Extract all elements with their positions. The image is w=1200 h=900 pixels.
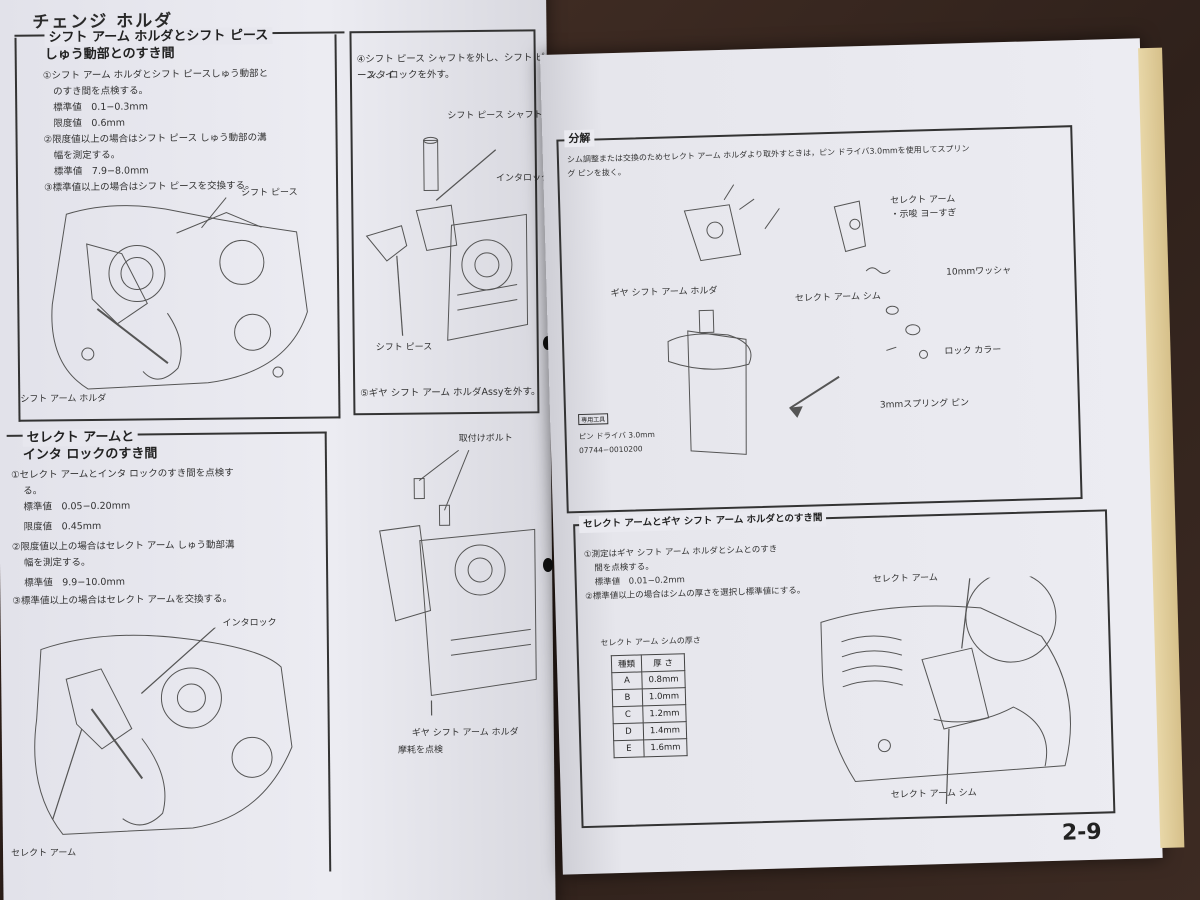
page-edge [1138, 47, 1185, 848]
standard-value: 標準値 0.05−0.20mm [23, 500, 131, 513]
part-label: 10mmワッシャ [946, 265, 1012, 278]
section-heading: しゅう動部とのすき間 [44, 46, 175, 63]
gear-shift-arm-holder-illustration [379, 449, 537, 717]
table-row: E 1.6mm [613, 738, 688, 758]
section-heading: シフト アーム ホルダとシフト ピース [44, 27, 273, 47]
section-heading: 分解 [564, 129, 595, 148]
instruction-text: ②限度値以上の場合はシフト ピース しゅう動部の溝 [43, 132, 267, 146]
instruction-text: グ ピンを抜く。 [567, 167, 626, 179]
page-number: 2-9 [1061, 819, 1103, 846]
tool-tag: 専用工具 [578, 413, 609, 426]
part-label: ロック カラー [944, 345, 1002, 357]
table-row: B 1.0mm [612, 687, 686, 707]
table-header-cell: 種類 [611, 654, 642, 673]
section-heading: インタ ロックのすき間 [22, 446, 158, 463]
limit-value: 限度値 0.45mm [23, 520, 102, 533]
instruction-text: のすき間を点検する。 [53, 85, 149, 98]
table-cell: 1.4mm [643, 721, 687, 740]
instruction-text: る。 [23, 485, 43, 497]
table-cell: D [613, 722, 644, 741]
table-header-row: 種類 厚 さ [611, 653, 685, 673]
instruction-text: ②限度値以上の場合はセレクト アーム しゅう動部溝 [11, 539, 235, 553]
part-label: シフト アーム ホルダ [20, 393, 107, 405]
disassembly-illustration [667, 184, 929, 455]
table-cell: A [611, 671, 643, 690]
instruction-text: ンタ ロックを外す。 [366, 69, 455, 82]
standard-value: 標準値 0.1−0.3mm [53, 101, 148, 114]
select-arm-illustration [34, 626, 293, 835]
table-cell: 0.8mm [641, 670, 686, 689]
instruction-text: ①セレクト アームとインタ ロックのすき間を点検す [11, 467, 234, 481]
part-label: ギヤ シフト アーム ホルダ [411, 727, 519, 739]
binder-hole [543, 558, 553, 572]
part-label: セレクト アーム [890, 194, 956, 207]
table-row: C 1.2mm [612, 704, 687, 724]
shift-arm-holder-illustration [51, 197, 308, 390]
table-row: D 1.4mm [613, 721, 687, 741]
standard-value: 標準値 9.9−10.0mm [24, 576, 126, 589]
part-label: 取付けボルト [458, 433, 513, 445]
section-heading: セレクト アームと [22, 428, 139, 447]
instruction-text: ③標準値以上の場合はセレクト アームを交換する。 [12, 593, 233, 607]
left-page: チェンジ ホルダ シフト アーム ホルダとシフト ピース しゅう動部とのすき間 … [0, 0, 556, 900]
table-cell: E [613, 739, 645, 758]
tool-name: ピン ドライバ 3.0mm [578, 429, 655, 442]
table-cell: C [612, 705, 644, 724]
part-label: 3mmスプリング ピン [879, 398, 970, 411]
table-cell: 1.2mm [642, 704, 687, 723]
instruction-text: 幅を測定する。 [53, 149, 121, 162]
limit-value: 限度値 0.6mm [53, 117, 126, 130]
shim-thickness-table: 種類 厚 さ A 0.8mm B 1.0mm C 1.2mm D 1.4mm E… [611, 653, 688, 758]
table-row: A 0.8mm [611, 670, 686, 690]
part-label: 摩耗を点検 [397, 745, 444, 756]
standard-value: 標準値 7.9−8.0mm [53, 165, 149, 178]
tool-number: 07744−0010200 [578, 444, 643, 456]
table-header-cell: 厚 さ [641, 653, 685, 672]
part-label: セレクト アーム [10, 848, 77, 859]
right-page: 分解 シム調整または交換のためセレクト アーム ホルダより取外すときは，ピン ド… [540, 38, 1185, 875]
part-label: シフト ピース [241, 187, 298, 199]
select-arm-clearance-illustration [820, 574, 1071, 808]
instruction-text: ⑤ギヤ シフト アーム ホルダAssyを外す。 [360, 386, 541, 400]
shift-piece-illustration [365, 136, 529, 341]
table-cell: 1.0mm [642, 687, 686, 706]
part-label: シフト ピース [375, 342, 433, 354]
part-label: ・示唆 ヨーすぎ [890, 208, 957, 221]
part-label: セレクト アーム シム [794, 291, 881, 304]
part-label: セレクト アーム シム [890, 788, 977, 801]
part-label: シフト ピース シャフト [447, 110, 543, 122]
instruction-text: ①シフト アーム ホルダとシフト ピースしゅう動部と [42, 68, 269, 82]
instruction-text: 幅を測定する。 [23, 557, 91, 569]
table-cell: B [612, 688, 643, 707]
table-cell: 1.6mm [643, 738, 688, 757]
